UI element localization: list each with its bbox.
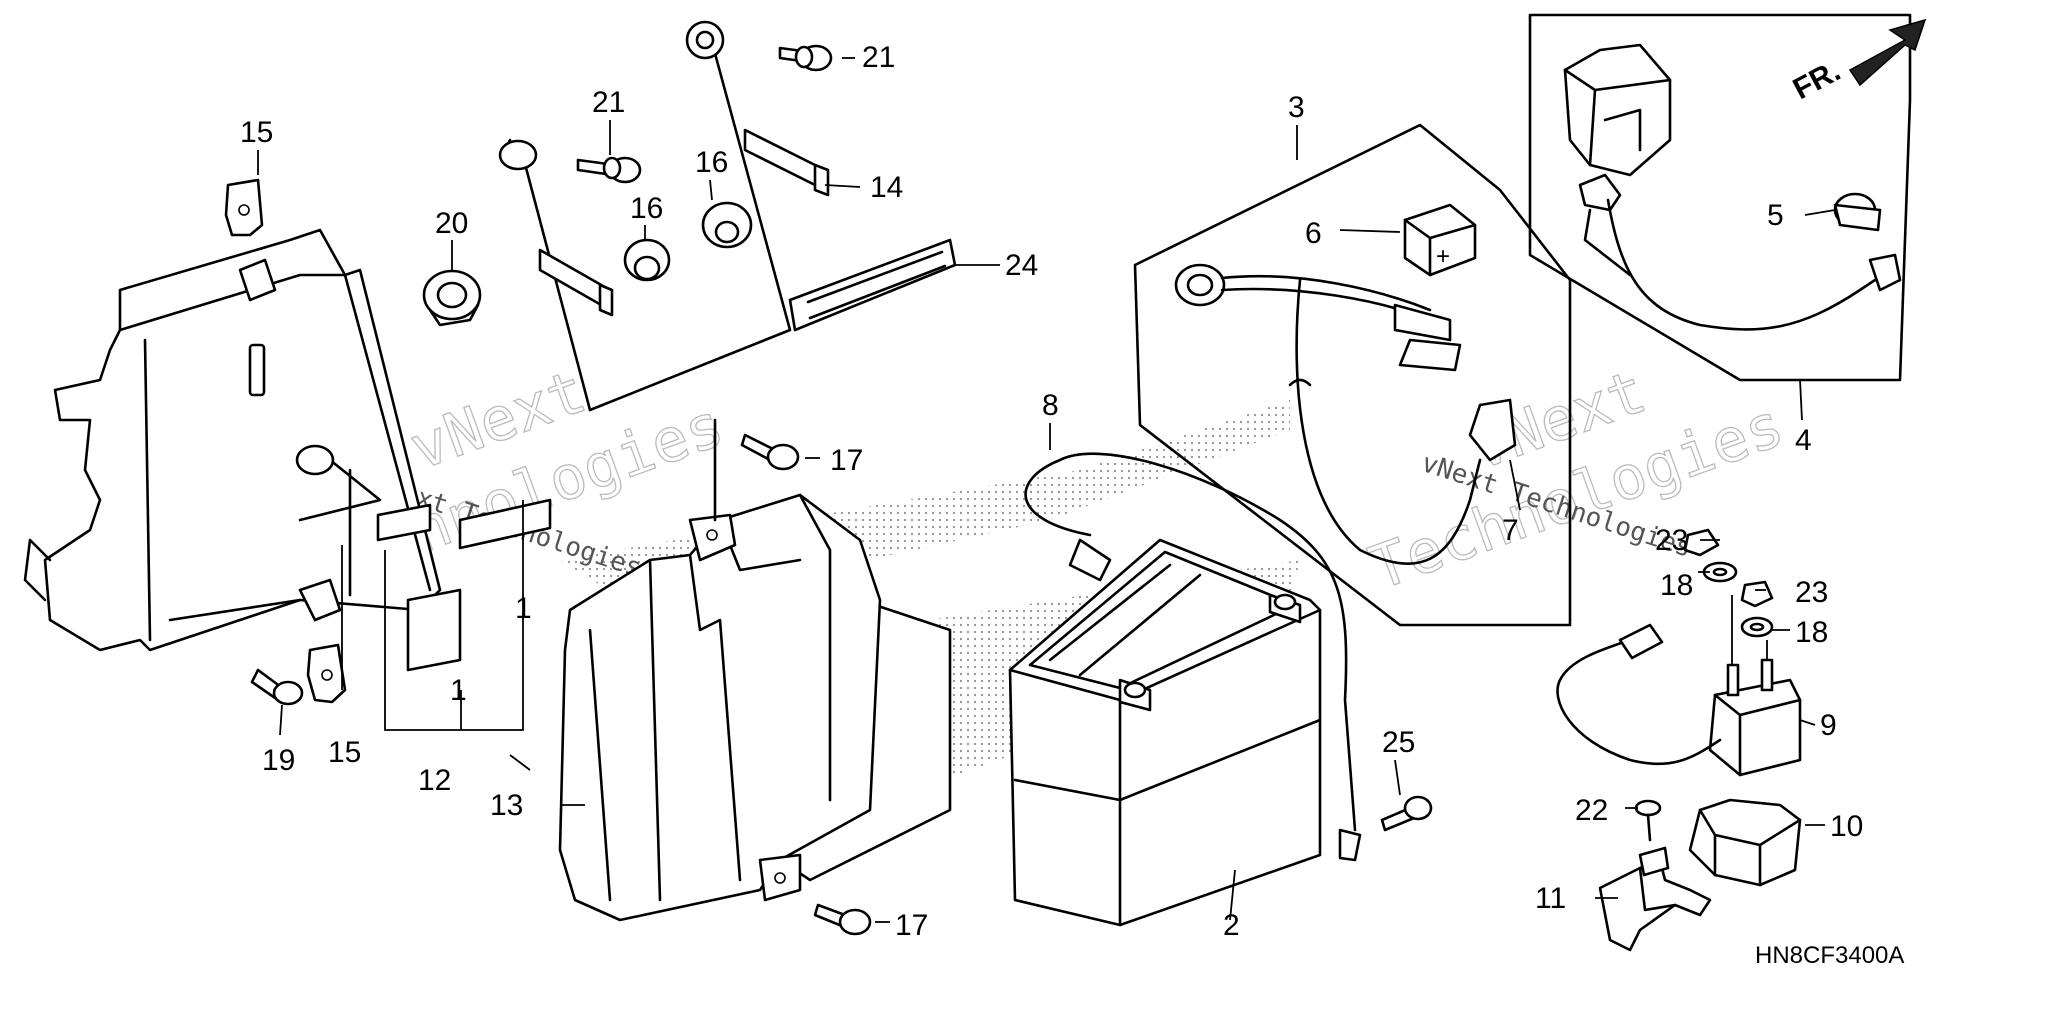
callout-1b: 1 bbox=[450, 674, 467, 707]
grommet-part-16-right bbox=[701, 201, 753, 249]
callout-15-top: 15 bbox=[240, 116, 273, 149]
bolt-part-19 bbox=[250, 668, 304, 706]
bolt-part-21-top bbox=[778, 44, 833, 72]
nut-part-23-top bbox=[1683, 528, 1720, 557]
callout-3: 3 bbox=[1288, 91, 1305, 124]
callout-11: 11 bbox=[1535, 882, 1566, 915]
callout-17-bottom: 17 bbox=[895, 909, 928, 942]
callout-9: 9 bbox=[1820, 709, 1837, 742]
callout-23-top: 23 bbox=[1655, 524, 1688, 557]
callout-20: 20 bbox=[435, 207, 468, 240]
battery-cover-13 bbox=[558, 418, 952, 922]
front-direction-arrow-icon: FR. bbox=[1788, 18, 1927, 106]
callout-21-top: 21 bbox=[862, 41, 895, 74]
callout-23-bottom: 23 bbox=[1795, 576, 1828, 609]
callout-6: 6 bbox=[1305, 217, 1322, 250]
collar-part-20 bbox=[422, 269, 482, 327]
callout-5: 5 bbox=[1767, 199, 1784, 232]
nut-part-23-bottom bbox=[1740, 580, 1774, 608]
callout-10: 10 bbox=[1830, 810, 1863, 843]
callout-12: 12 bbox=[418, 764, 451, 797]
callout-4: 4 bbox=[1795, 424, 1812, 457]
drawing-code: HN8CF3400A bbox=[1755, 942, 1904, 969]
callout-16-left: 16 bbox=[630, 192, 663, 225]
starter-relay-9 bbox=[1556, 595, 1802, 777]
battery-stay bbox=[498, 20, 830, 412]
bolt-part-21-middle bbox=[576, 156, 642, 184]
callout-2: 2 bbox=[1223, 909, 1240, 942]
rubber-strap-24 bbox=[788, 238, 957, 332]
battery-box bbox=[23, 228, 442, 652]
plus-mark-icon: + bbox=[1436, 243, 1450, 270]
callout-25: 25 bbox=[1382, 726, 1415, 759]
starter-cable-group-4 bbox=[1528, 13, 1912, 382]
callout-15-bottom: 15 bbox=[328, 736, 361, 769]
screw-part-22 bbox=[1634, 799, 1662, 842]
callout-7: 7 bbox=[1502, 514, 1519, 547]
relay-rubber-10 bbox=[1688, 798, 1802, 887]
label-plates bbox=[376, 498, 552, 731]
bolt-part-17-bottom bbox=[813, 903, 872, 936]
clip-part-15-bottom bbox=[306, 643, 347, 704]
callout-1a: 1 bbox=[515, 592, 532, 625]
clip-part-15-top bbox=[224, 178, 264, 237]
callout-21-middle: 21 bbox=[592, 86, 625, 119]
callout-18-bottom: 18 bbox=[1795, 616, 1828, 649]
battery-2 bbox=[1008, 538, 1322, 927]
callout-labels: 1 1 2 3 4 5 6 7 8 9 10 11 12 13 14 15 15… bbox=[240, 41, 1863, 942]
callout-8: 8 bbox=[1042, 389, 1059, 422]
harness-assembly-3 bbox=[1133, 123, 1572, 627]
grommet-part-16-left bbox=[623, 238, 671, 282]
relay-bracket-11 bbox=[1598, 846, 1712, 952]
bolt-part-25 bbox=[1380, 795, 1433, 832]
leader-lines bbox=[257, 57, 1836, 923]
callout-18-top: 18 bbox=[1660, 569, 1693, 602]
callout-19: 19 bbox=[262, 744, 295, 777]
callout-17-top: 17 bbox=[830, 444, 863, 477]
terminal-cap-6: + bbox=[1403, 203, 1477, 277]
callout-22: 22 bbox=[1575, 794, 1608, 827]
bolt-part-17-top bbox=[740, 433, 800, 471]
front-direction-label: FR. bbox=[1788, 54, 1846, 106]
washer-part-18-top bbox=[1702, 561, 1738, 583]
callout-13: 13 bbox=[490, 789, 523, 822]
washer-part-18-bottom bbox=[1740, 616, 1774, 638]
battery-cable-8 bbox=[1024, 452, 1362, 862]
callout-16-right: 16 bbox=[695, 146, 728, 179]
callout-14: 14 bbox=[870, 171, 903, 204]
callout-24: 24 bbox=[1005, 249, 1038, 282]
